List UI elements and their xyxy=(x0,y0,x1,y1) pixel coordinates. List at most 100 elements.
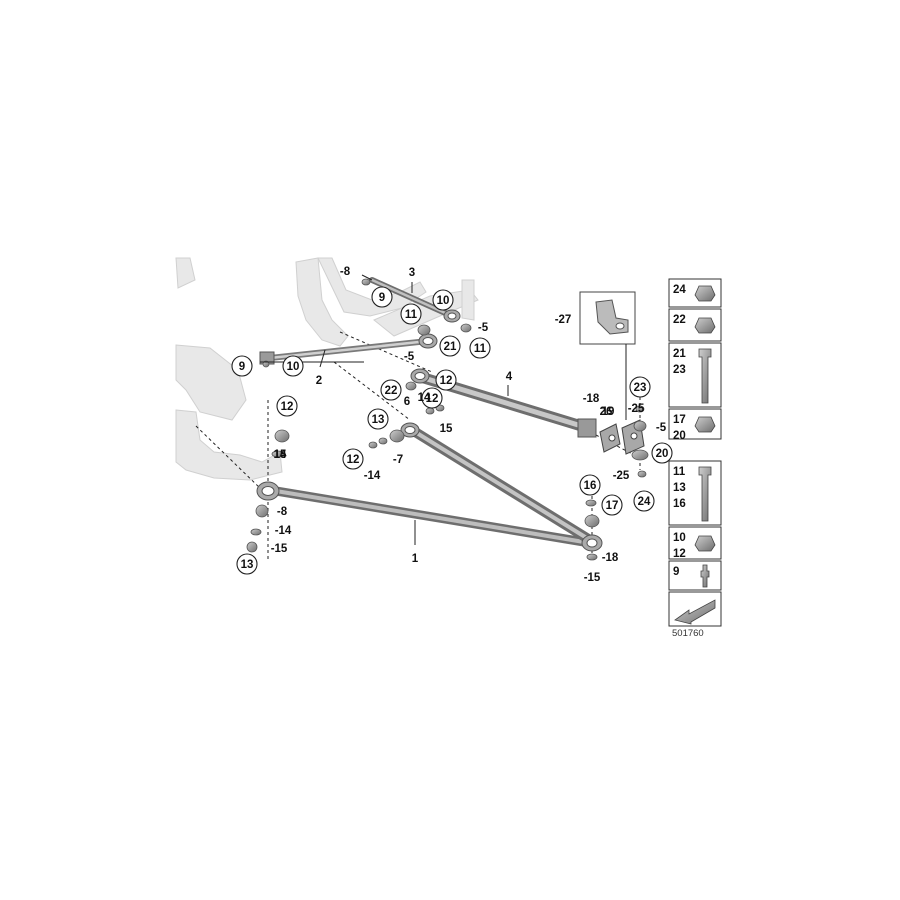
callout-number: 11 xyxy=(474,343,487,355)
callout-number: 12 xyxy=(281,401,294,413)
callout-12: 12 xyxy=(435,369,457,391)
callout-number: 2 xyxy=(316,375,322,387)
callout-number: 3 xyxy=(409,267,415,279)
callout-14: 14 xyxy=(274,449,287,461)
legend-number: 24 xyxy=(673,284,686,296)
callout-circle xyxy=(469,337,491,359)
callout-14: -14 xyxy=(275,525,292,537)
grease-nipple-icon xyxy=(700,564,710,588)
legend-number: 22 xyxy=(673,314,686,326)
flange-nut-icon xyxy=(694,285,716,302)
flange-nut-icon xyxy=(694,416,716,433)
callout-8: -8 xyxy=(277,506,288,518)
self-locking-nut-icon xyxy=(694,535,716,552)
callout-1: 1 xyxy=(412,553,419,565)
flange-nut-icon xyxy=(694,317,716,334)
legend-row-flange-nut: 24 xyxy=(668,278,722,308)
callout-number: -14 xyxy=(364,470,381,482)
callout-number: -15 xyxy=(584,572,601,584)
callout-number: -8 xyxy=(277,506,288,518)
callout-26: 26 xyxy=(600,406,613,418)
callout-17: 17 xyxy=(601,494,623,516)
callout-14: -14 xyxy=(364,470,381,482)
legend-number: 9 xyxy=(673,566,679,578)
legend-number: 13 xyxy=(673,482,686,494)
legend-number: 21 xyxy=(673,348,686,360)
callout-circle xyxy=(282,355,304,377)
callout-number: -5 xyxy=(478,322,489,334)
callout-number: -5 xyxy=(404,351,415,363)
callout-12: 12 xyxy=(276,395,298,417)
callout-number: 10 xyxy=(287,361,300,373)
callout-11: 11 xyxy=(469,337,491,359)
legend-row-grease-nipple: 9 xyxy=(668,560,722,591)
callout-15: 15 xyxy=(274,449,287,461)
callout-5: -5 xyxy=(656,422,667,434)
callout-number: 12 xyxy=(347,454,360,466)
callout-20: 20 xyxy=(651,442,673,464)
legend-number: 20 xyxy=(673,430,686,442)
callout-number: -27 xyxy=(555,314,572,326)
callout-number: 24 xyxy=(638,496,651,508)
strut-rod-2 xyxy=(259,333,438,365)
hex-bolt-icon xyxy=(698,466,712,522)
callout-circle xyxy=(342,448,364,470)
legend-number: 10 xyxy=(673,532,686,544)
callout-number: 14 xyxy=(274,449,287,461)
callout-number: 15 xyxy=(274,449,287,461)
callout-circle xyxy=(651,442,673,464)
callout-22: 22 xyxy=(380,379,402,401)
callout-15: 15 xyxy=(440,423,453,435)
callout-21: 21 xyxy=(439,335,461,357)
legend-number: 23 xyxy=(673,364,686,376)
callout-circle xyxy=(380,379,402,401)
callout-circle xyxy=(400,303,422,325)
callout-number: 20 xyxy=(656,448,669,460)
legend-cell xyxy=(668,460,722,526)
callout-circle xyxy=(276,395,298,417)
callout-13: 13 xyxy=(367,408,389,430)
callout-5: -5 xyxy=(404,351,415,363)
callout-5: -5 xyxy=(478,322,489,334)
callout-12: 12 xyxy=(421,387,443,409)
callout-3: 3 xyxy=(409,267,415,279)
callout-25: -25 xyxy=(628,403,645,415)
callout-number: 21 xyxy=(444,341,457,353)
callout-number: 23 xyxy=(634,382,647,394)
callout-circle xyxy=(435,369,457,391)
callout-8: -8 xyxy=(340,266,351,278)
callout-number: 22 xyxy=(385,385,398,397)
callout-number: 19 xyxy=(602,406,615,418)
callout-circle xyxy=(432,289,454,311)
callout-number: 17 xyxy=(606,500,619,512)
callout-10: 10 xyxy=(282,355,304,377)
callout-18: -18 xyxy=(602,552,619,564)
callout-19: 19 xyxy=(602,406,615,418)
legend-row-direction-arrow xyxy=(668,591,722,627)
callout-number: -14 xyxy=(275,525,292,537)
hex-bolt-icon xyxy=(698,348,712,404)
callout-27: -27 xyxy=(555,314,572,326)
callout-number: 12 xyxy=(426,393,439,405)
callout-7: -7 xyxy=(393,454,403,466)
callout-number: 13 xyxy=(372,414,385,426)
strut-rod-1 xyxy=(256,422,603,552)
callout-circle xyxy=(367,408,389,430)
legend-number: 17 xyxy=(673,414,686,426)
detail-box-27 xyxy=(579,291,636,420)
callout-13: 13 xyxy=(236,553,258,575)
callout-circle xyxy=(231,355,253,377)
direction-arrow-icon xyxy=(674,599,716,625)
callout-10: 10 xyxy=(432,289,454,311)
legend-number: 11 xyxy=(673,466,686,478)
callout-number: -18 xyxy=(602,552,619,564)
legend-cell xyxy=(668,560,722,591)
callout-circle xyxy=(421,387,443,409)
legend-cell xyxy=(668,342,722,408)
callout-2: 2 xyxy=(316,375,322,387)
